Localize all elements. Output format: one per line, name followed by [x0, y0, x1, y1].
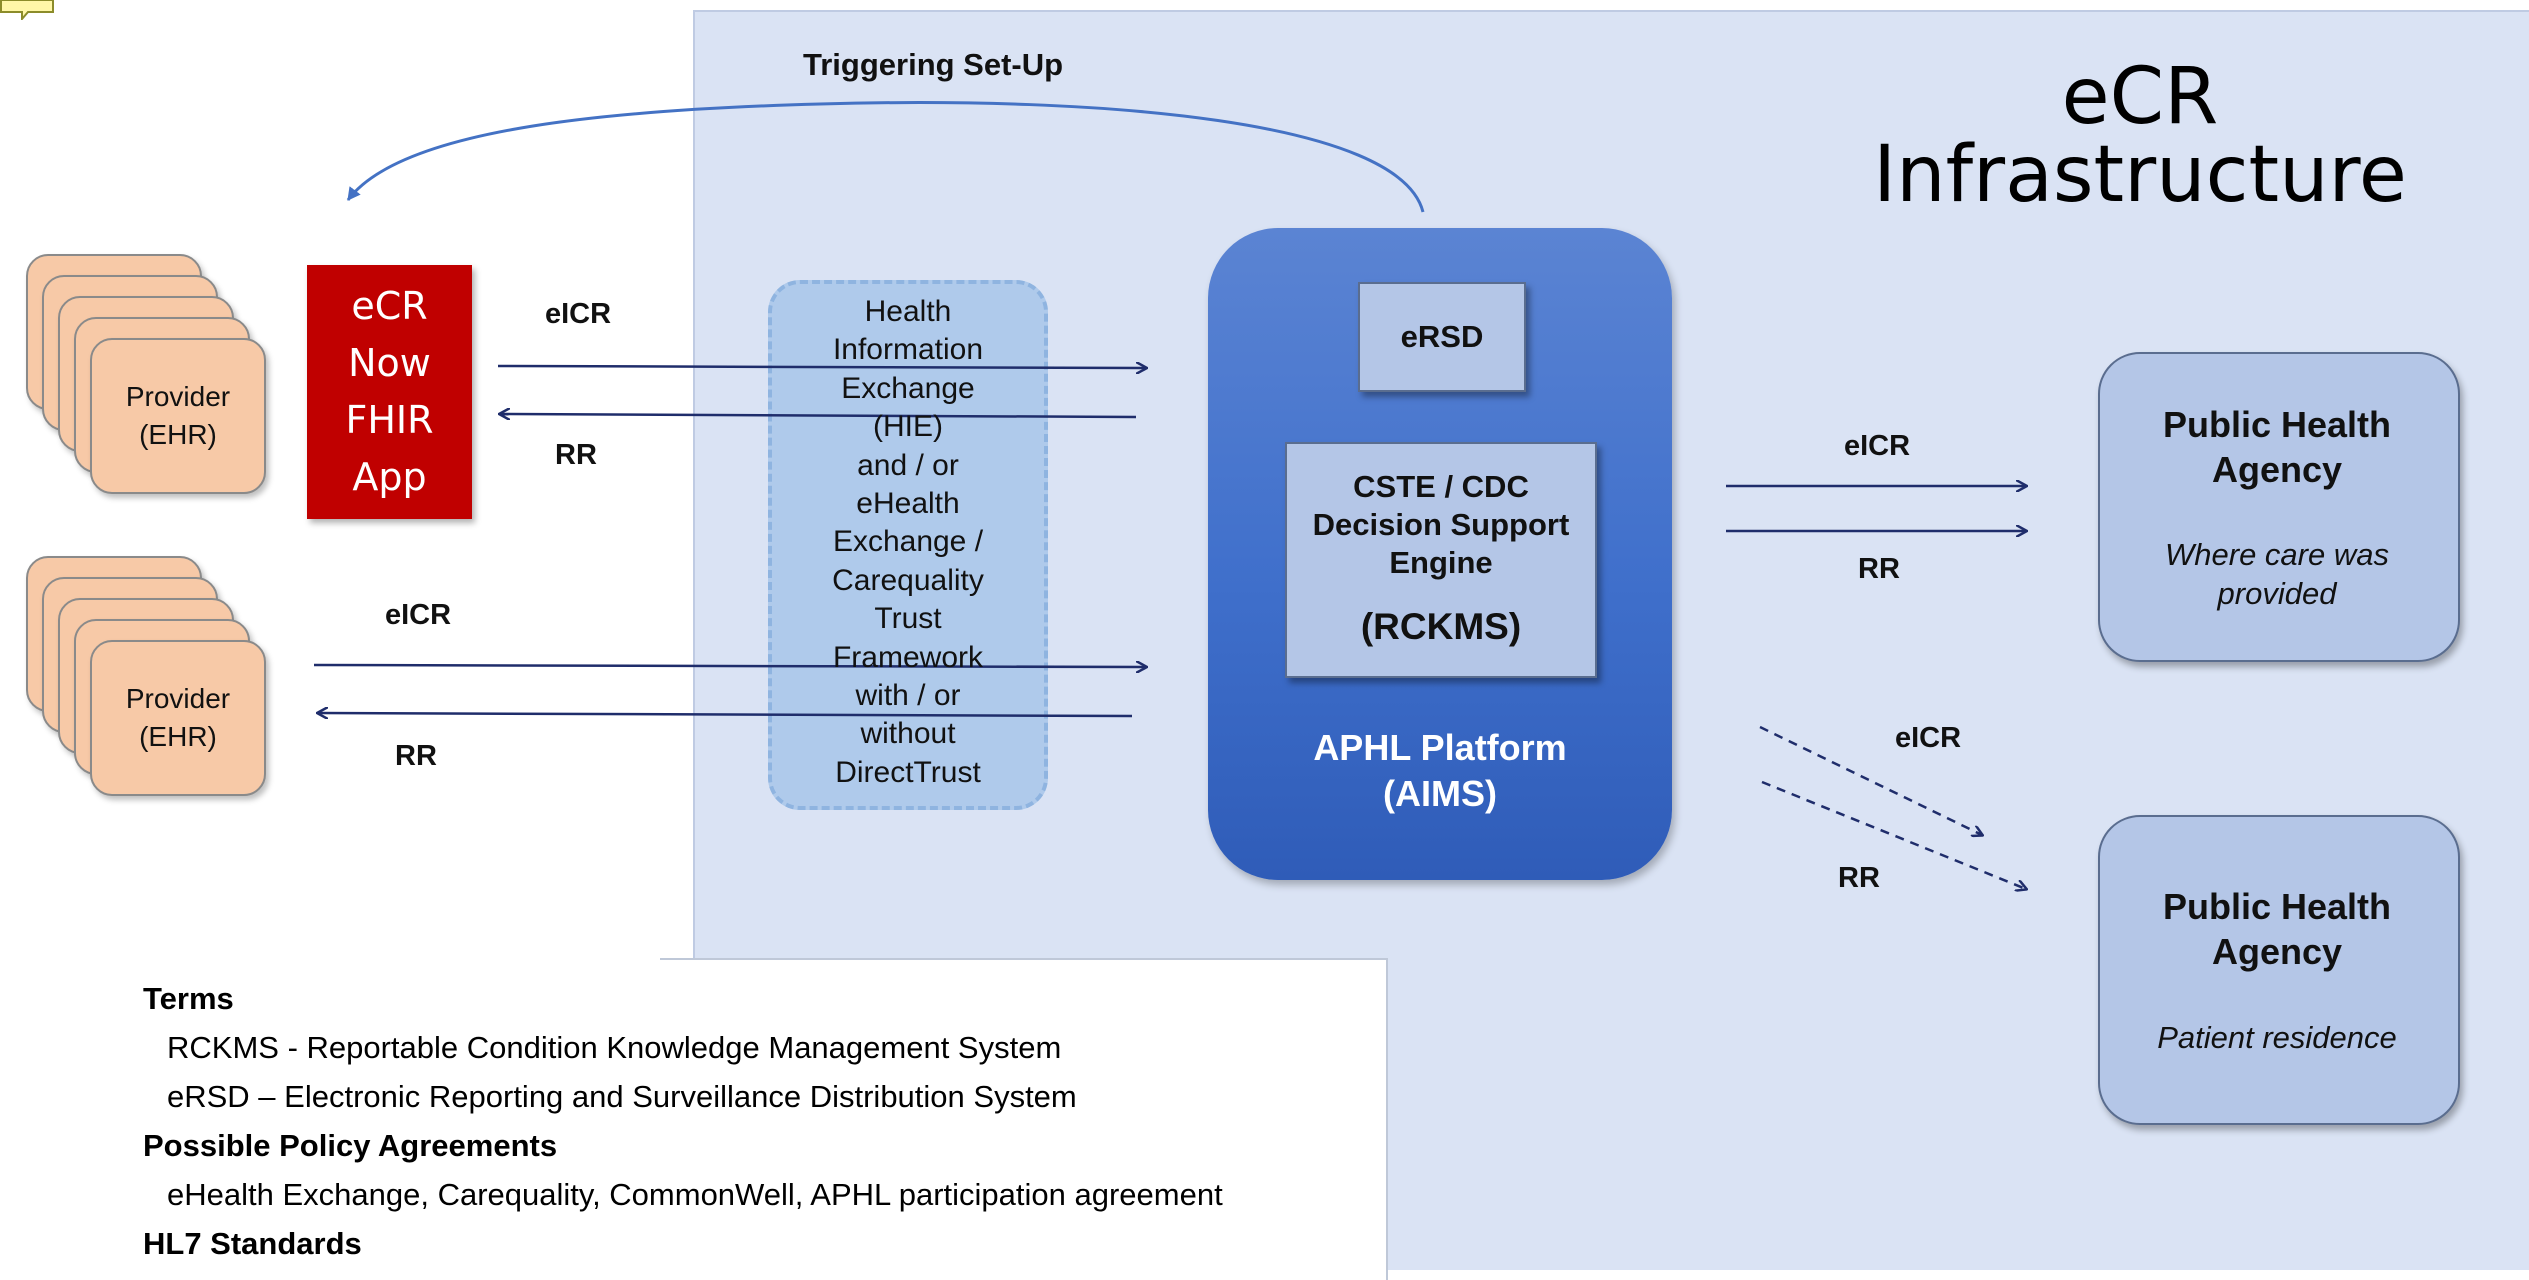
policy-item: eHealth Exchange, Carequality, CommonWel… — [167, 1177, 1223, 1212]
terms-heading: Terms — [143, 981, 234, 1016]
public-health-agency-care-subtitle: Where care was provided — [2165, 537, 2389, 611]
decision-support-engine-box — [1285, 442, 1597, 678]
terms-panel-background — [660, 958, 1388, 1280]
diagram-title: eCR Infrastructure — [1873, 52, 2407, 220]
aphl-platform-label: APHL Platform (AIMS) — [1313, 727, 1567, 814]
terms-item-ersd: eRSD – Electronic Reporting and Surveill… — [167, 1079, 1077, 1114]
eicr-label-right-1: eICR — [1844, 430, 1911, 462]
public-health-agency-residence-subtitle: Patient residence — [2157, 1020, 2397, 1055]
terms-item-rckms: RCKMS - Reportable Condition Knowledge M… — [167, 1030, 1062, 1065]
policy-heading: Possible Policy Agreements — [143, 1128, 558, 1163]
ecr-now-fhir-app-box: eCR Now FHIR App — [307, 265, 472, 519]
public-health-agency-care-box — [2098, 352, 2460, 662]
decision-support-engine-label: CSTE / CDC Decision Support Engine — [1312, 469, 1570, 580]
ersd-box: eRSD — [1358, 282, 1526, 392]
eicr-label-mid: eICR — [385, 599, 452, 631]
eicr-label-top: eICR — [545, 298, 612, 330]
rr-arrow-top — [500, 414, 1137, 417]
rr-label-right-2: RR — [1838, 862, 1880, 894]
rr-arrow-mid — [318, 713, 1133, 716]
public-health-agency-residence-box — [2098, 815, 2460, 1125]
provider-ehr-top: Provider (EHR) — [90, 338, 266, 494]
rr-arrow-right-2 — [1761, 780, 2026, 889]
provider-ehr-bottom: Provider (EHR) — [90, 640, 266, 796]
public-health-agency-care-title: Public Health Agency — [2162, 404, 2392, 490]
public-health-agency-residence-title: Public Health Agency — [2162, 886, 2392, 972]
rr-label-mid: RR — [395, 740, 437, 772]
rckms-label: (RCKMS) — [1360, 606, 1522, 647]
eicr-arrow-mid — [313, 665, 1146, 667]
rr-label-top: RR — [555, 439, 597, 471]
eicr-arrow-top — [497, 366, 1146, 368]
ecr-now-fhir-app-label: eCR Now FHIR App — [345, 284, 434, 499]
hie-label: Health Information Exchange (HIE) and / … — [832, 295, 984, 789]
triggering-setup-label: Triggering Set-Up — [803, 47, 1064, 82]
triggering-setup-arrow — [346, 101, 1425, 213]
eicr-label-right-2: eICR — [1895, 722, 1962, 754]
comment-note-icon[interactable] — [0, 0, 54, 20]
standards-heading: HL7 Standards — [143, 1226, 362, 1261]
rr-label-right-1: RR — [1858, 553, 1900, 585]
